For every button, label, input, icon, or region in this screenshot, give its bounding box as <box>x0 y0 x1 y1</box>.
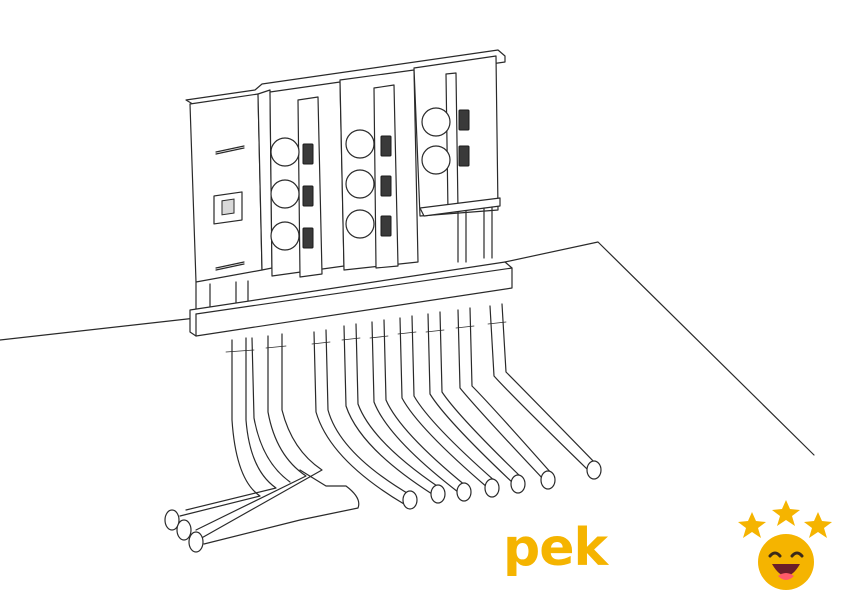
meter-panel <box>185 49 506 283</box>
mascot-mouth <box>772 564 800 576</box>
brand-wordmark: pek <box>503 518 608 578</box>
meter-set <box>270 107 470 251</box>
mascot-left-eye <box>768 551 782 558</box>
conduit-bundle <box>164 303 602 553</box>
star-right-icon <box>804 512 832 538</box>
ground-plane <box>0 241 815 456</box>
star-icons <box>738 500 832 538</box>
star-left-icon <box>738 512 766 538</box>
laughing-face-with-stars-icon <box>738 500 832 590</box>
mascot-tongue <box>778 573 794 580</box>
cable-trough <box>189 261 513 337</box>
star-center-icon <box>772 500 800 526</box>
mascot-face <box>758 534 814 590</box>
mascot-right-eye <box>790 551 804 558</box>
